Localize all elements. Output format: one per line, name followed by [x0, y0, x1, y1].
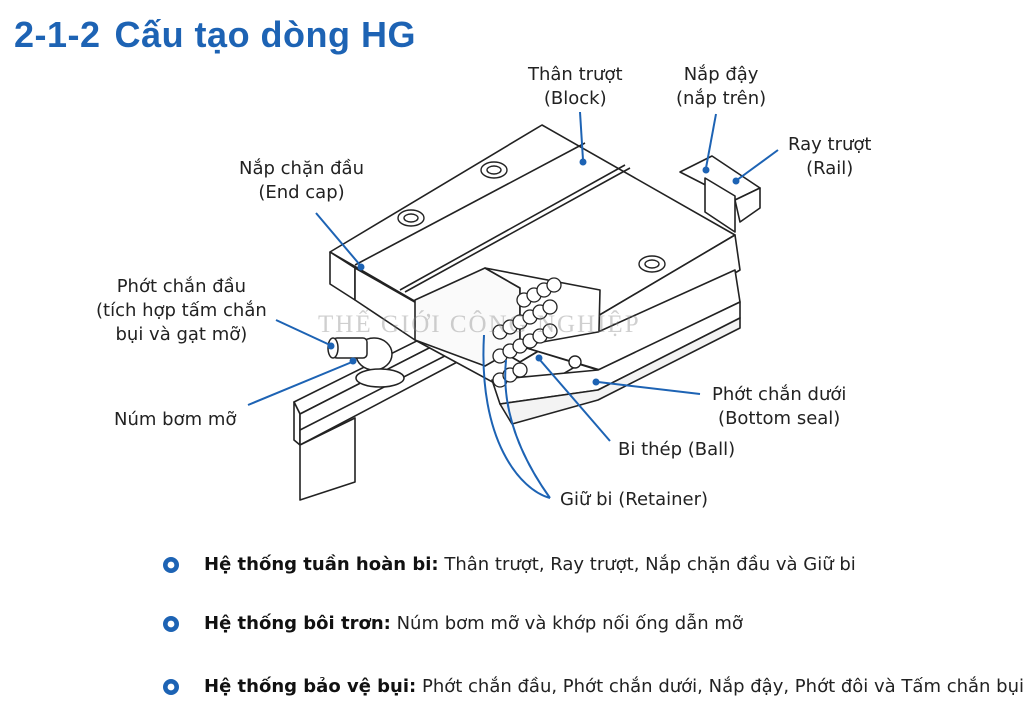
label-rail: Ray trượt(Rail) — [788, 134, 872, 179]
ring-bullet-icon — [163, 616, 179, 632]
block-drawing — [329, 124, 741, 425]
label-end-cap: Nắp chặn đầu(End cap) — [239, 158, 364, 203]
ring-bullet-icon — [163, 679, 179, 695]
section-number: 2-1-2 — [14, 14, 101, 55]
label-bottom-seal: Phớt chắn dưới(Bottom seal) — [712, 384, 847, 429]
list-item-text: Núm bơm mỡ và khớp nối ống dẫn mỡ — [396, 613, 743, 634]
top-cover-and-rail-end — [679, 155, 761, 233]
label-block: Thân trượt(Block) — [528, 64, 623, 109]
list-item-text: Phớt chắn đầu, Phớt chắn dưới, Nắp đậy, … — [421, 676, 1024, 697]
label-grease-nipple: Núm bơm mỡ — [114, 409, 237, 430]
label-ball: Bi thép (Ball) — [618, 439, 736, 460]
list-item-text: Thân trượt, Ray trượt, Nắp chặn đầu và G… — [444, 554, 856, 575]
steel-balls — [492, 277, 562, 388]
page-title: 2-1-2 Cấu tạo dòng HG — [14, 14, 416, 56]
grease-nipple-drawing — [327, 337, 405, 388]
list-item-heading: Hệ thống bôi trơn: — [204, 613, 391, 634]
list-item-heading: Hệ thống tuần hoàn bi: — [204, 554, 439, 575]
ring-bullet-icon — [163, 557, 179, 573]
label-top-cover: Nắp đậy(nắp trên) — [676, 64, 767, 109]
section-title: Cấu tạo dòng HG — [114, 14, 417, 55]
leader-lines — [247, 111, 779, 499]
list-item-heading: Hệ thống bảo vệ bụi: — [204, 676, 417, 697]
watermark-text: THẾ GIỚI CÔNG NGHIỆP — [318, 311, 641, 338]
label-retainer: Giữ bi (Retainer) — [560, 489, 709, 510]
mounting-holes — [397, 161, 666, 369]
